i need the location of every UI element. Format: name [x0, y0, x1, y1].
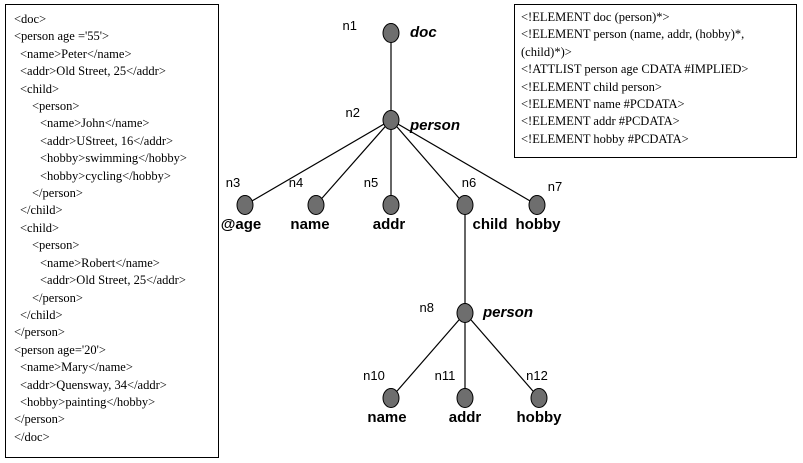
tree-node-label-n5: addr — [373, 216, 406, 233]
xml-line: <name>Robert</name> — [40, 255, 160, 270]
tree-node-n7 — [528, 195, 546, 215]
tree-node-n10 — [382, 388, 400, 408]
tree-node-n12 — [530, 388, 548, 408]
tree-node-label-n10: name — [367, 409, 406, 426]
dtd-line: <!ELEMENT doc (person)*> — [521, 10, 670, 24]
tree-node-id-n2: n2 — [346, 105, 360, 120]
dtd-line: (child)*)> — [521, 44, 572, 59]
xml-line: </doc> — [14, 429, 50, 444]
tree-node-label-n6: child — [472, 216, 507, 233]
tree-edge-n8-n12 — [464, 312, 540, 399]
xml-line: <person> — [32, 99, 80, 114]
xml-line: </child> — [20, 307, 63, 322]
tree-node-n11 — [456, 388, 474, 408]
xml-line: </person> — [14, 412, 65, 427]
xml-document-panel: <doc> <person age ='55'> <name>Peter</name… — [5, 4, 219, 458]
tree-node-id-n10: n10 — [363, 368, 385, 383]
xml-line: <person age ='55'> — [14, 29, 110, 44]
tree-edge-n2-n4 — [315, 119, 392, 206]
dtd-line: <!ATTLIST person age CDATA #IMPLIED> — [521, 62, 749, 77]
xml-line: </person> — [32, 290, 83, 305]
tree-node-id-n12: n12 — [526, 368, 548, 383]
tree-node-n4 — [307, 195, 325, 215]
tree-node-id-n6: n6 — [462, 175, 476, 190]
dtd-line: <!ELEMENT hobby #PCDATA> — [521, 131, 689, 146]
tree-edge-n2-n6 — [390, 119, 466, 206]
tree-node-n5 — [382, 195, 400, 215]
tree-edge-n2-n3 — [244, 119, 392, 206]
tree-node-label-n7: hobby — [516, 216, 562, 233]
tree-node-label-n1: doc — [410, 24, 437, 41]
tree-edge-n8-n10 — [390, 312, 466, 399]
dtd-line: <!ELEMENT person (name, addr, (hobby)*, — [521, 27, 745, 42]
dtd-panel: <!ELEMENT doc (person)*> <!ELEMENT person… — [514, 4, 797, 158]
tree-node-n3 — [236, 195, 254, 215]
tree-node-n2 — [382, 110, 400, 130]
xml-line: <addr>UStreet, 16</addr> — [40, 133, 174, 148]
tree-node-n8 — [456, 303, 474, 323]
tree-node-id-n7: n7 — [548, 179, 562, 194]
xml-line: <person age='20'> — [14, 342, 106, 357]
tree-node-id-n1: n1 — [343, 18, 357, 33]
tree-node-label-n4: name — [290, 216, 329, 233]
tree-node-id-n4: n4 — [289, 175, 303, 190]
tree-node-id-n5: n5 — [364, 175, 378, 190]
xml-line: <child> — [20, 220, 60, 235]
xml-line: <child> — [20, 81, 60, 96]
tree-node-label-n8: person — [482, 304, 533, 321]
xml-line: </person> — [14, 325, 65, 340]
tree-node-n1 — [382, 23, 400, 43]
xml-line: <addr>Old Street, 25</addr> — [20, 64, 166, 79]
xml-line: <hobby>painting</hobby> — [20, 394, 156, 409]
xml-line: <name>Mary</name> — [20, 360, 133, 375]
xml-line: <person> — [32, 238, 80, 253]
dtd-line: <!ELEMENT child person> — [521, 79, 662, 94]
tree-node-label-n12: hobby — [517, 409, 563, 426]
tree-node-id-n8: n8 — [420, 300, 434, 315]
tree-node-label-n3: @age — [221, 216, 261, 233]
tree-node-label-n11: addr — [449, 409, 482, 426]
xml-line: <name>Peter</name> — [20, 46, 132, 61]
tree-node-id-n3: n3 — [226, 175, 240, 190]
dtd-line: <!ELEMENT name #PCDATA> — [521, 97, 685, 112]
xml-line: </child> — [20, 203, 63, 218]
xml-line: <name>John</name> — [40, 116, 150, 131]
xml-line: <addr>Old Street, 25</addr> — [40, 273, 186, 288]
xml-line: </person> — [32, 186, 83, 201]
tree-node-id-n11: n11 — [435, 368, 456, 383]
xml-line: <hobby>swimming</hobby> — [40, 151, 187, 166]
xml-line: <hobby>cycling</hobby> — [40, 168, 171, 183]
dtd-line: <!ELEMENT addr #PCDATA> — [521, 114, 680, 129]
tree-node-label-n2: person — [409, 117, 460, 134]
xml-line: <doc> — [14, 12, 47, 26]
xml-line: <addr>Quensway, 34</addr> — [20, 377, 167, 392]
tree-edge-n2-n7 — [390, 119, 538, 206]
tree-node-n6 — [456, 195, 474, 215]
